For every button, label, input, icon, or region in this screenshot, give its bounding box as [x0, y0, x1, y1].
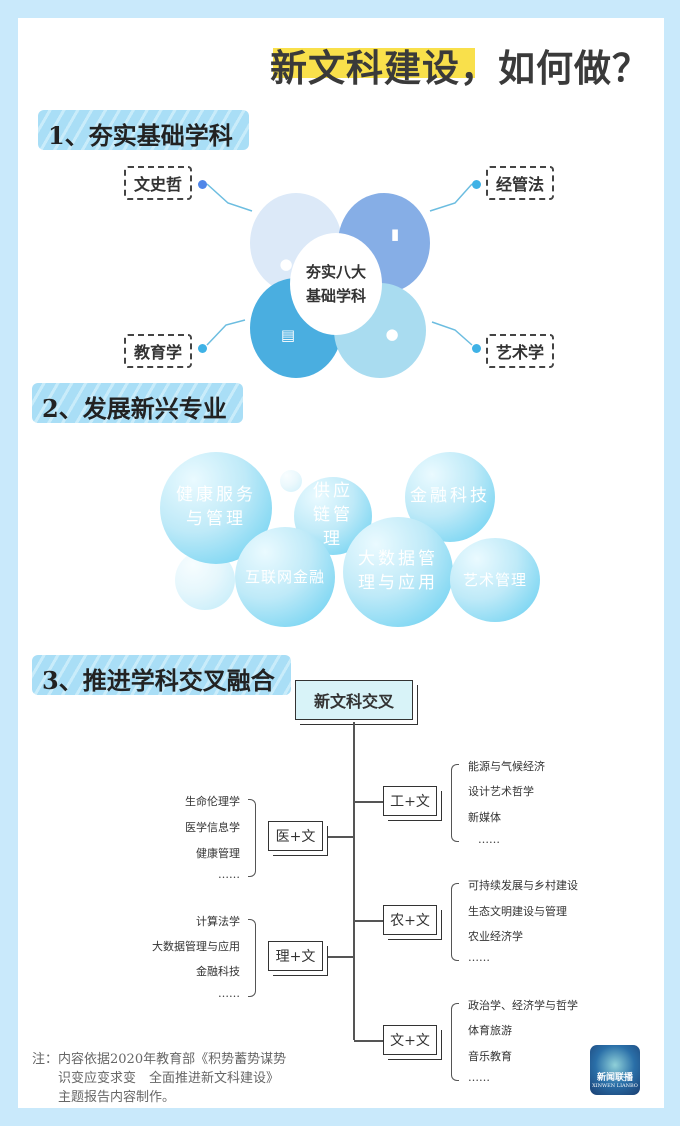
- list-item: ……: [468, 1071, 490, 1084]
- center-line-1: 夯实八大: [305, 263, 366, 281]
- tag-wenshizhe: 文史哲: [124, 166, 193, 200]
- list-item: 能源与气候经济: [468, 760, 545, 773]
- brace: [451, 764, 459, 842]
- brace: [451, 1003, 459, 1081]
- logo-text: 新闻联播: [596, 1073, 633, 1083]
- users-icon: ●: [385, 325, 399, 343]
- list-item: 设计艺术哲学: [468, 785, 534, 798]
- section1-heading: 1、夯实基础学科: [38, 110, 249, 150]
- bubble-big-data: 大数据管理与应用: [343, 517, 453, 627]
- list-item: 生命伦理学: [185, 795, 240, 808]
- list-item: 新媒体: [468, 811, 501, 824]
- list-item: ……: [218, 868, 240, 881]
- lightbulb-icon: ●: [279, 255, 293, 273]
- list-item: ……: [468, 951, 490, 964]
- note-line: 识变应变求变 全面推进新文科建设》: [58, 1071, 280, 1086]
- branch-yi-wen: 医+文: [268, 821, 323, 851]
- branch-wen-wen: 文+文: [383, 1025, 437, 1055]
- dot: [198, 344, 207, 353]
- list-item: 农业经济学: [468, 930, 523, 943]
- center-line-2: 基础学科: [305, 287, 366, 305]
- page-title: 新文科建设，如何做？: [270, 46, 650, 90]
- dot: [472, 344, 481, 353]
- bubble-art-management: 艺术管理: [450, 538, 540, 622]
- list-item: 大数据管理与应用: [152, 940, 240, 953]
- list-item: 金融科技: [196, 965, 240, 978]
- list-item: 健康管理: [196, 847, 240, 860]
- bubble-fintech: 金融科技: [405, 452, 495, 542]
- decor-bubble: [280, 470, 302, 492]
- note-line: 注：内容依据2020年教育部《积势蓄势谋势: [32, 1052, 287, 1067]
- center-circle: 夯实八大 基础学科: [290, 233, 382, 335]
- list-item: 可持续发展与乡村建设: [468, 879, 578, 892]
- list-item: 政治学、经济学与哲学: [468, 999, 578, 1012]
- list-item: 音乐教育: [468, 1050, 512, 1063]
- branch-line: [354, 801, 383, 803]
- root-box: 新文科交叉: [295, 680, 413, 720]
- dot: [198, 180, 207, 189]
- clipboard-icon: ▤: [280, 326, 296, 344]
- connector-lines: [206, 183, 473, 346]
- branch-line: [323, 836, 354, 838]
- logo-subtext: XINWEN LIANBO: [592, 1083, 638, 1089]
- title-highlight: [273, 48, 475, 78]
- dot: [472, 180, 481, 189]
- list-item: ……: [478, 833, 500, 846]
- xinwen-lianbo-logo: 新闻联播 XINWEN LIANBO: [590, 1045, 640, 1095]
- brace: [248, 919, 256, 997]
- branch-line: [354, 1040, 383, 1042]
- section2-heading: 2、发展新兴专业: [32, 383, 243, 423]
- branch-line: [323, 956, 354, 958]
- list-item: 体育旅游: [468, 1024, 512, 1037]
- bubble-health: 健康服务与管理: [160, 452, 272, 564]
- brace: [248, 799, 256, 877]
- branch-nong-wen: 农+文: [383, 905, 437, 935]
- note-line: 主题报告内容制作。: [58, 1090, 176, 1105]
- section3-heading: 3、推进学科交叉融合: [32, 655, 291, 695]
- bubble-internet-finance: 互联网金融: [235, 527, 335, 627]
- trunk-line: [353, 722, 355, 1040]
- tag-jingguanfa: 经管法: [486, 166, 555, 200]
- tablet-icon: ▮: [390, 225, 400, 243]
- list-item: 医学信息学: [185, 821, 240, 834]
- branch-gong-wen: 工+文: [383, 786, 437, 816]
- source-note: 注：内容依据2020年教育部《积势蓄势谋势 识变应变求变 全面推进新文科建设》 …: [32, 1050, 286, 1107]
- branch-line: [354, 920, 383, 922]
- list-item: ……: [218, 987, 240, 1000]
- list-item: 生态文明建设与管理: [468, 905, 567, 918]
- branch-li-wen: 理+文: [268, 941, 323, 971]
- tag-jiaoyuxue: 教育学: [124, 334, 193, 368]
- brace: [451, 883, 459, 961]
- tag-yishuxue: 艺术学: [486, 334, 555, 368]
- list-item: 计算法学: [196, 915, 240, 928]
